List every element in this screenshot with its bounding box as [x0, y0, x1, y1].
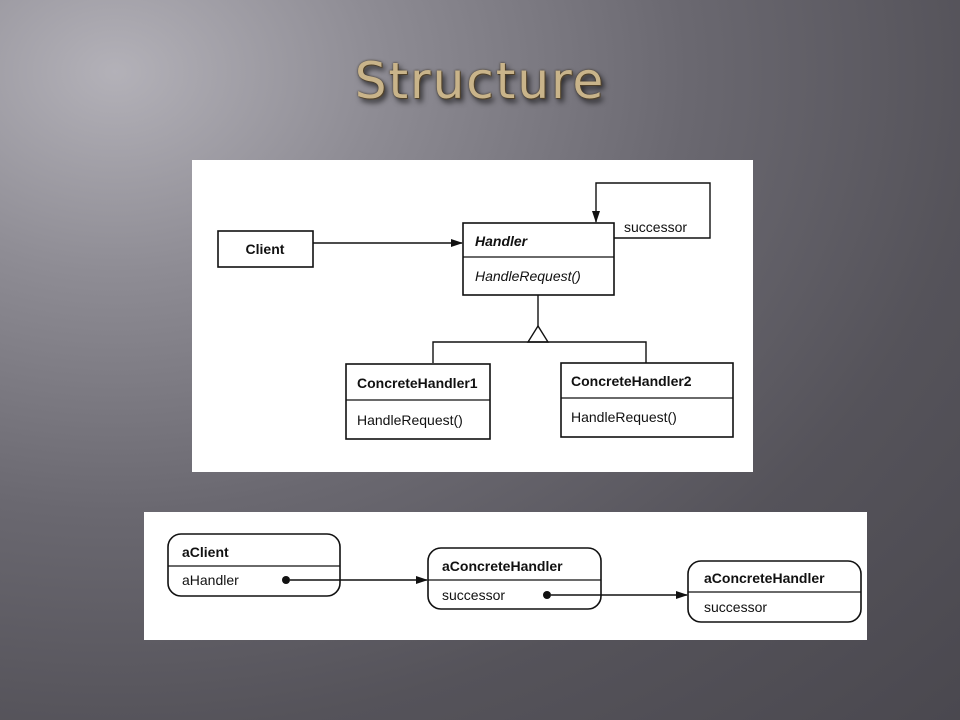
aclient-reference-dot [282, 576, 290, 584]
handler-class-box: Handler HandleRequest() [462, 222, 615, 296]
handler1-reference-dot [543, 591, 551, 599]
concrete-handler2-name: ConcreteHandler2 [571, 373, 692, 389]
inheritance-branches [432, 341, 647, 363]
concrete-handler2-class-box: ConcreteHandler2 HandleRequest() [560, 362, 734, 438]
handler1-object-box: aConcreteHandler successor [427, 547, 602, 610]
concrete-handler1-class-box: ConcreteHandler1 HandleRequest() [345, 363, 491, 440]
aclient-object-box: aClient aHandler [167, 533, 341, 597]
handler2-successor-field: successor [704, 599, 767, 615]
client-class-box: Client [217, 230, 314, 268]
concrete-handler1-method: HandleRequest() [357, 412, 463, 428]
handler-class-name: Handler [475, 233, 529, 249]
concrete-handler2-method: HandleRequest() [571, 409, 677, 425]
handler1-successor-field: successor [442, 587, 505, 603]
client-class-name: Client [246, 241, 285, 257]
inheritance-triangle [526, 324, 550, 343]
object-diagram-panel: aClient aHandler aConcreteHandler succes… [144, 512, 867, 640]
class-diagram: Client Handler HandleRequest() successor… [217, 182, 734, 440]
successor-self-association [592, 182, 711, 239]
object-diagram: aClient aHandler aConcreteHandler succes… [167, 533, 862, 623]
aclient-name: aClient [182, 544, 229, 560]
slide-title: Structure [354, 52, 606, 110]
class-diagram-panel: Client Handler HandleRequest() successor… [192, 160, 753, 472]
handler2-object-name: aConcreteHandler [704, 570, 825, 586]
handler2-object-box: aConcreteHandler successor [687, 560, 862, 623]
concrete-handler1-name: ConcreteHandler1 [357, 375, 478, 391]
aclient-field: aHandler [182, 572, 239, 588]
handler-method: HandleRequest() [475, 268, 581, 284]
handler1-object-name: aConcreteHandler [442, 558, 563, 574]
successor-label: successor [624, 219, 687, 235]
